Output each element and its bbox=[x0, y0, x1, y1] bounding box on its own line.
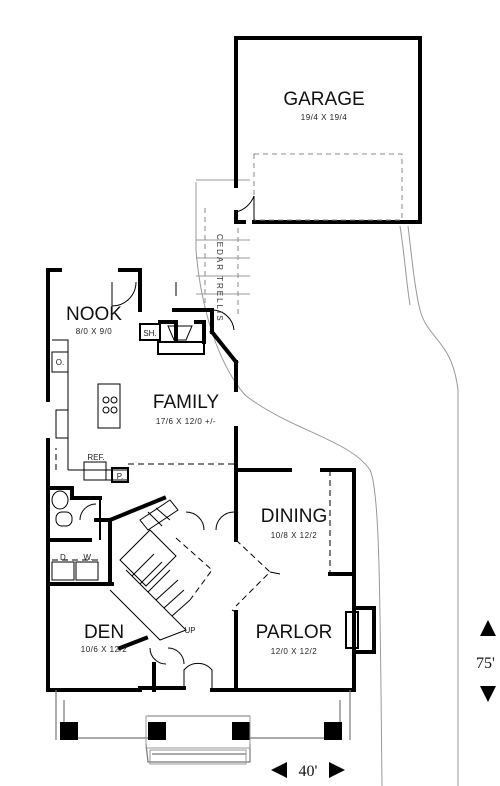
nook-label: NOOK bbox=[66, 304, 122, 325]
arrow-left-icon bbox=[271, 762, 287, 778]
porch-column bbox=[324, 722, 342, 740]
washer-label: W. bbox=[83, 553, 92, 562]
arrow-up-icon bbox=[480, 620, 496, 636]
cedar-trellis bbox=[196, 208, 250, 318]
dryer-label: D. bbox=[60, 553, 68, 562]
den-dims: 10/6 X 12/2 bbox=[81, 645, 127, 654]
shower-label: SH. bbox=[143, 329, 156, 338]
sink bbox=[55, 409, 69, 439]
cedar-trellis-label: CEDAR TRELLIS bbox=[215, 234, 224, 323]
garage-door-swing bbox=[235, 195, 255, 213]
width-dimension: 40' bbox=[299, 763, 318, 780]
dryer bbox=[51, 561, 75, 581]
room-labels: GARAGE 19/4 X 19/4 NOOK 8/0 X 9/0 FAMILY… bbox=[66, 89, 365, 656]
interior-walls bbox=[46, 320, 356, 692]
laundry bbox=[51, 559, 100, 581]
oven-label: O. bbox=[56, 358, 64, 367]
stairs-up-label: UP bbox=[184, 626, 195, 635]
family-dims: 17/6 X 12/0 +/- bbox=[156, 417, 216, 426]
pantry-label: P. bbox=[117, 472, 124, 481]
dimension-markers: 40' 75' bbox=[271, 620, 496, 780]
dining-label: DINING bbox=[261, 506, 328, 527]
garage bbox=[234, 36, 422, 224]
doors bbox=[79, 281, 331, 690]
arrow-down-icon bbox=[480, 686, 496, 702]
shower bbox=[139, 323, 161, 341]
porch-column bbox=[148, 722, 166, 740]
family-label: FAMILY bbox=[153, 392, 219, 413]
arrow-right-icon bbox=[329, 762, 345, 778]
kitchen bbox=[51, 339, 236, 483]
bath-fixtures bbox=[51, 490, 73, 527]
porch-column bbox=[60, 722, 78, 740]
garage-label: GARAGE bbox=[283, 89, 364, 110]
toilet bbox=[55, 511, 73, 527]
oven bbox=[51, 351, 69, 373]
depth-dimension: 75' bbox=[476, 655, 495, 672]
staircase bbox=[109, 499, 237, 641]
washer bbox=[75, 561, 99, 581]
dining-dims: 10/8 X 12/2 bbox=[271, 531, 317, 540]
sink-bath bbox=[51, 490, 69, 510]
porch-column bbox=[232, 722, 250, 740]
fireplace bbox=[345, 611, 359, 649]
pantry bbox=[111, 467, 129, 483]
parlor-dims: 12/0 X 12/2 bbox=[271, 647, 317, 656]
den-label: DEN bbox=[84, 622, 124, 643]
refrigerator-label: REF. bbox=[87, 453, 104, 462]
fixture-labels: SH. REF. P. D. W. O. UP CEDAR TRELLIS bbox=[56, 234, 224, 635]
porch bbox=[55, 690, 351, 765]
garage-door-track bbox=[253, 153, 403, 221]
garage-dims: 19/4 X 19/4 bbox=[301, 113, 347, 122]
house-walls bbox=[46, 268, 376, 692]
kitchen-island bbox=[97, 383, 121, 429]
refrigerator bbox=[83, 461, 107, 481]
parlor-label: PARLOR bbox=[256, 622, 333, 643]
nook-dims: 8/0 X 9/0 bbox=[76, 327, 113, 336]
